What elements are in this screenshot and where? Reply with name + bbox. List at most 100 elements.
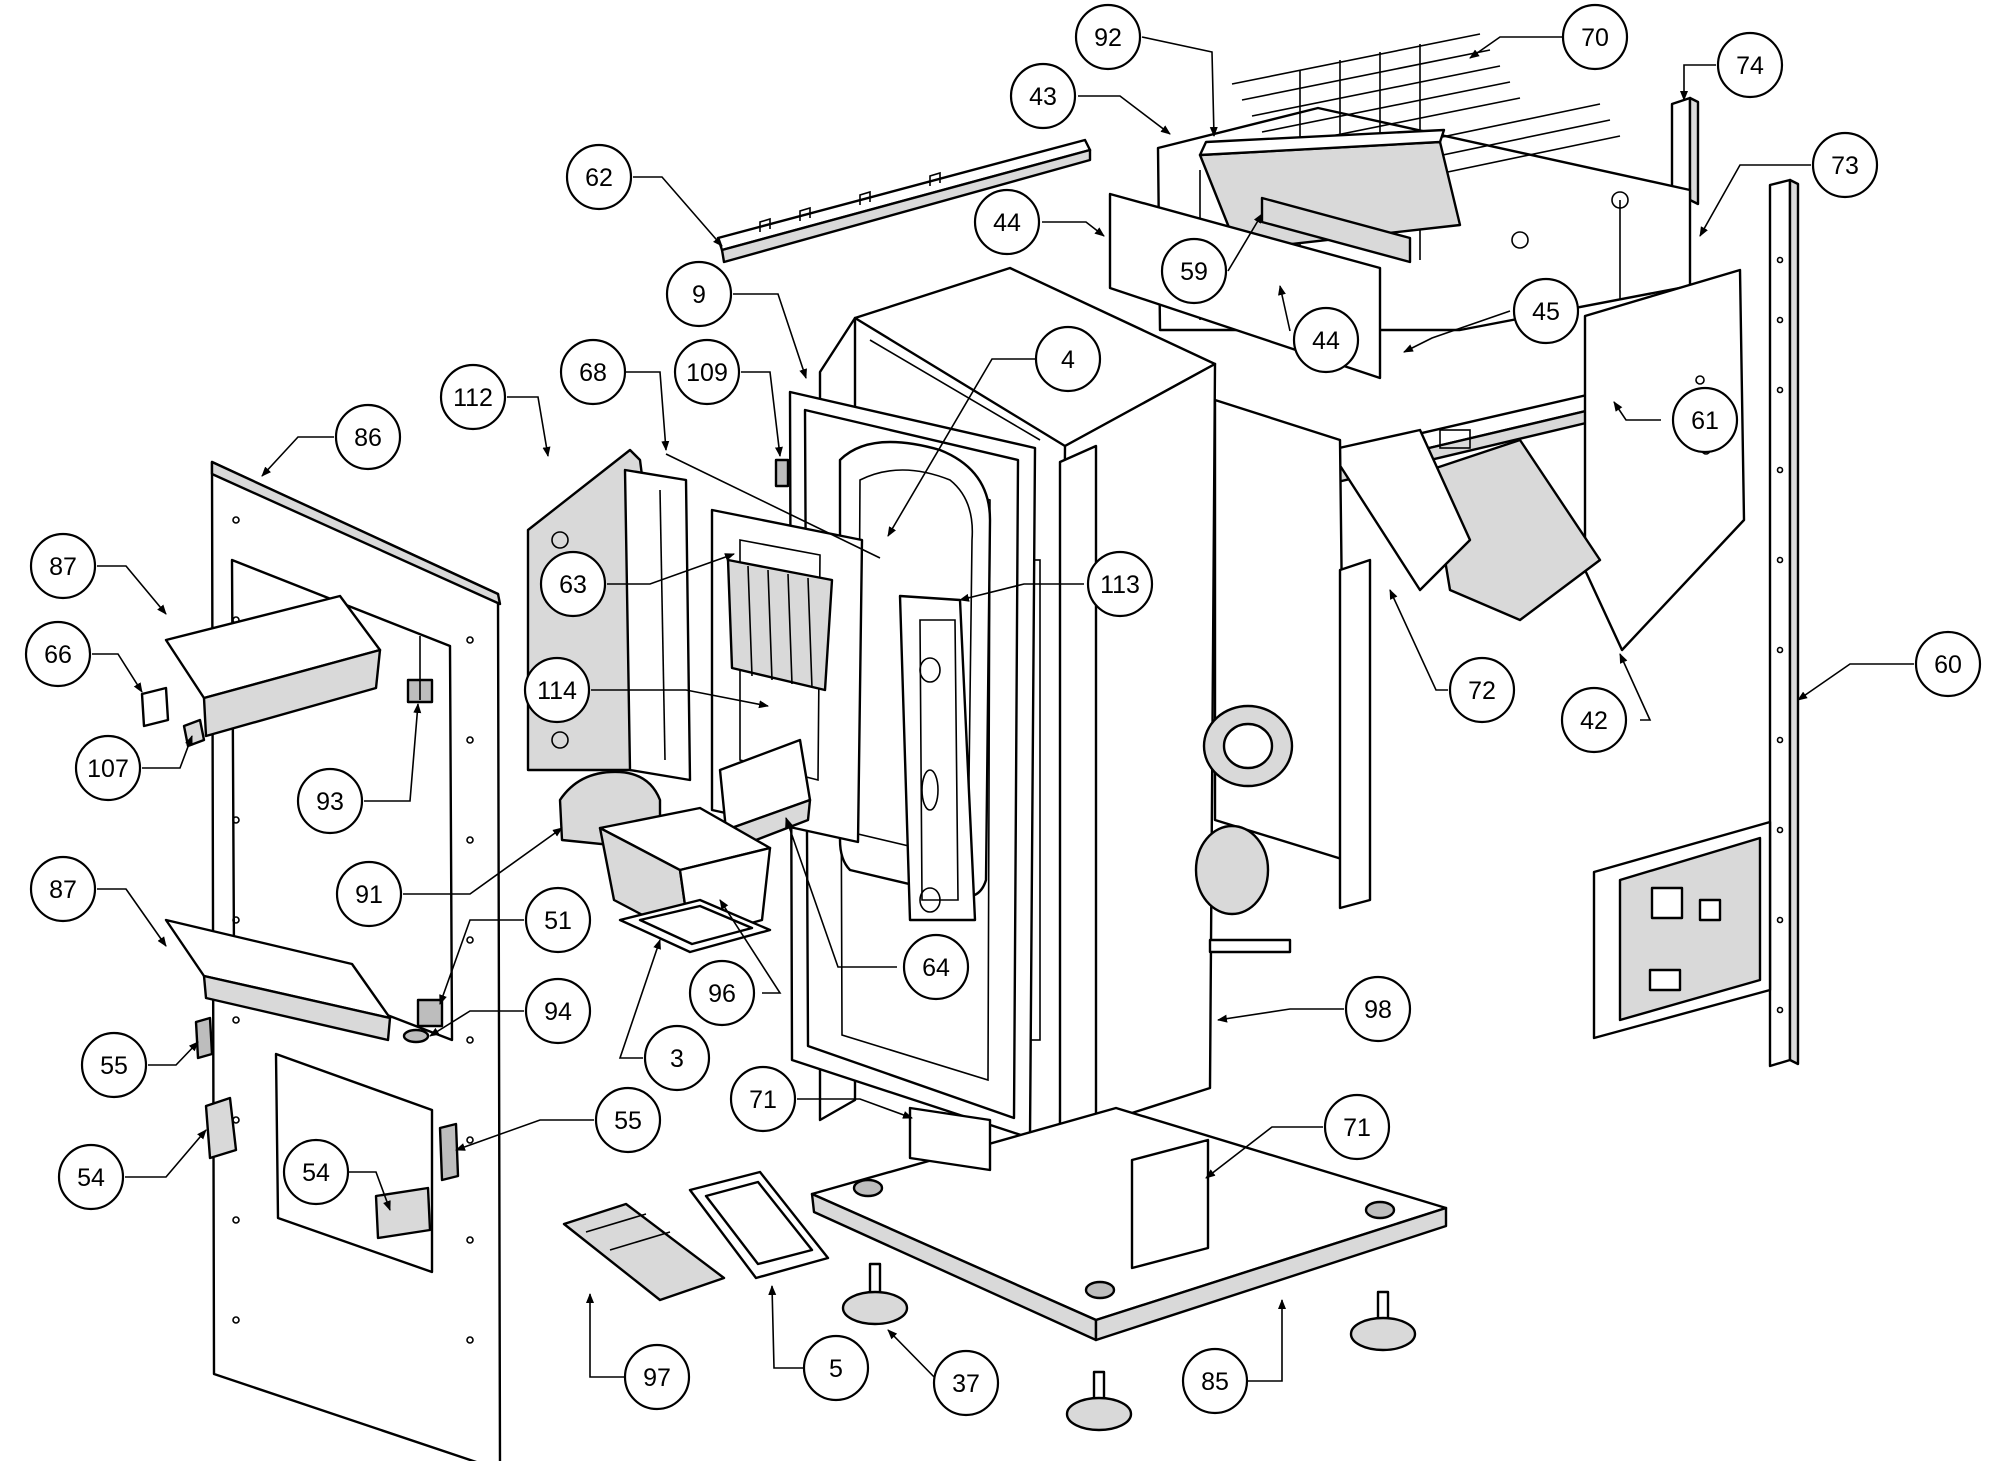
callout-74: 74 [1716, 31, 1784, 99]
callout-circle [802, 1334, 870, 1402]
part-87-lower-deflector [164, 918, 392, 1042]
callout-circle [1086, 550, 1154, 618]
callout-number: 94 [544, 998, 572, 1026]
callout-circle [296, 767, 364, 835]
callout-42: 42 [1560, 686, 1628, 754]
callout-87: 87 [29, 532, 97, 600]
callout-number: 54 [302, 1159, 330, 1187]
part-54-handle-left [204, 1096, 238, 1160]
callout-72: 72 [1448, 656, 1516, 724]
callout-circle [439, 363, 507, 431]
part-63-burner-grid [726, 558, 834, 692]
callout-43: 43 [1009, 62, 1077, 130]
callout-number: 3 [670, 1045, 684, 1073]
part-62-top-rail [716, 138, 1092, 264]
callout-number: 87 [49, 876, 77, 904]
callout-circle [1512, 277, 1580, 345]
callout-71: 71 [1323, 1093, 1391, 1161]
callout-circle [523, 656, 591, 724]
callout-number: 54 [77, 1164, 105, 1192]
callout-number: 70 [1581, 24, 1609, 52]
callout-circle [524, 886, 592, 954]
electronics-board [1592, 820, 1772, 1040]
part-37-foot-3 [1349, 1290, 1417, 1352]
callout-circle [334, 403, 402, 471]
callout-114: 114 [523, 656, 591, 724]
part-109-pin [774, 458, 790, 488]
callout-59: 59 [1160, 237, 1228, 305]
callout-60: 60 [1914, 630, 1982, 698]
callout-circle [1344, 975, 1412, 1043]
callout-circle [282, 1138, 350, 1206]
callout-68: 68 [559, 338, 627, 406]
part-37-foot-1 [841, 1262, 909, 1326]
callout-54: 54 [282, 1138, 350, 1206]
part-97-ash-plate [562, 1202, 726, 1302]
callout-circle [1448, 656, 1516, 724]
callout-number: 74 [1736, 52, 1764, 80]
callout-circle [29, 855, 97, 923]
callout-109: 109 [673, 338, 741, 406]
callout-4: 4 [1034, 325, 1102, 393]
callout-51: 51 [524, 886, 592, 954]
callout-number: 71 [1343, 1114, 1371, 1142]
callout-number: 61 [1691, 407, 1719, 435]
callout-number: 45 [1532, 298, 1560, 326]
part-60-vertical-rail [1768, 178, 1800, 1068]
callout-number: 71 [749, 1086, 777, 1114]
callout-circle [1914, 630, 1982, 698]
callout-94: 94 [524, 977, 592, 1045]
callout-number: 55 [100, 1052, 128, 1080]
part-64-bracket [718, 738, 812, 852]
callout-circle [665, 260, 733, 328]
callout-44: 44 [1292, 306, 1360, 374]
callout-number: 9 [692, 281, 706, 309]
part-55-latch-upper [194, 1016, 214, 1060]
callout-62: 62 [565, 143, 633, 211]
callout-107: 107 [74, 734, 142, 802]
callout-circle [524, 977, 592, 1045]
callout-97: 97 [623, 1343, 691, 1411]
callout-45: 45 [1512, 277, 1580, 345]
callout-96: 96 [688, 959, 756, 1027]
callout-circle [1034, 325, 1102, 393]
callout-55: 55 [594, 1086, 662, 1154]
callout-number: 87 [49, 553, 77, 581]
callout-number: 44 [993, 209, 1021, 237]
callout-circle [565, 143, 633, 211]
callout-circle [335, 860, 403, 928]
callout-circle [643, 1024, 711, 1092]
callout-71: 71 [729, 1065, 797, 1133]
callout-circle [1561, 3, 1629, 71]
part-3-pot-gasket [618, 898, 772, 954]
callout-circle [80, 1031, 148, 1099]
part-51-hinge [416, 998, 444, 1028]
callout-circle [1811, 131, 1879, 199]
combustion-fan-motor [1202, 704, 1294, 788]
callout-number: 51 [544, 907, 572, 935]
callout-number: 107 [87, 755, 129, 783]
callout-113: 113 [1086, 550, 1154, 618]
callout-circle [1009, 62, 1077, 130]
callout-circle [973, 188, 1041, 256]
part-74-bracket [1670, 96, 1700, 208]
part-87-upper-deflector [164, 594, 382, 738]
callout-circle [1671, 386, 1739, 454]
callout-circle [594, 1086, 662, 1154]
callout-circle [673, 338, 741, 406]
callout-number: 86 [354, 424, 382, 452]
callout-number: 4 [1061, 346, 1075, 374]
callout-37: 37 [932, 1349, 1000, 1417]
part-42-side-panel [1583, 268, 1746, 652]
callout-circle [1181, 1347, 1249, 1415]
callout-66: 66 [24, 620, 92, 688]
part-66-latch-plate [140, 686, 170, 728]
callout-number: 5 [829, 1355, 843, 1383]
part-93-hinge [406, 636, 434, 704]
callout-number: 60 [1934, 651, 1962, 679]
callout-circle [57, 1143, 125, 1211]
part-5-gasket [688, 1170, 830, 1280]
part-72-deflectors [1328, 428, 1602, 622]
callout-number: 98 [1364, 996, 1392, 1024]
callout-number: 85 [1201, 1368, 1229, 1396]
